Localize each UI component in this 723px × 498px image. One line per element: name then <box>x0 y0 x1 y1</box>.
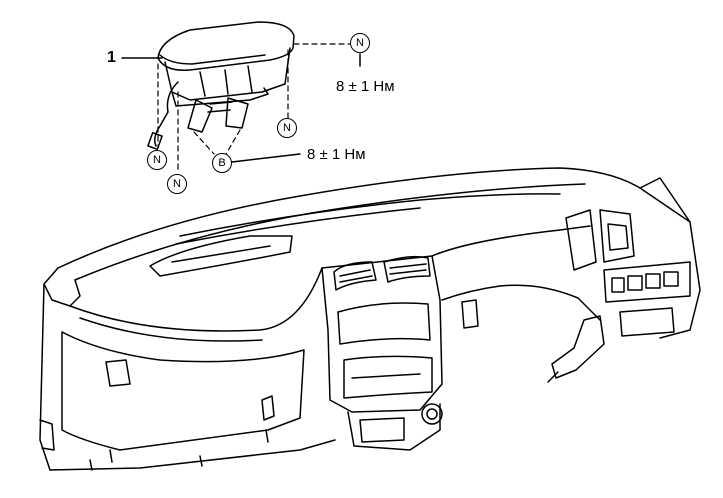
lower-console <box>347 403 441 451</box>
torque-lower-leader <box>231 153 301 163</box>
dash-top-surface <box>57 167 691 269</box>
dash-right-end <box>639 177 701 339</box>
airbag-module <box>147 21 295 151</box>
radio-slot <box>343 355 433 399</box>
top-vent <box>149 235 293 277</box>
marker-b: B <box>212 153 232 173</box>
part-number-1: 1 <box>107 49 116 66</box>
airbag-cover <box>157 21 295 71</box>
center-stack <box>321 255 443 413</box>
right-lower-panel <box>619 307 675 337</box>
right-side-vent <box>565 209 597 271</box>
airbag-bracket-left <box>187 99 213 133</box>
center-vent-right <box>383 255 431 283</box>
defroster-line <box>179 193 561 237</box>
glove-box-latch <box>261 395 275 421</box>
dash-lower-edge <box>49 439 336 471</box>
marker-n-left: N <box>147 150 167 170</box>
bolt-guides <box>157 43 351 173</box>
dashboard <box>39 167 701 471</box>
airbag-wire <box>153 81 179 147</box>
right-switch-panel <box>603 261 691 303</box>
dash-left-bottom <box>39 419 55 451</box>
dash-right-hood <box>431 225 591 257</box>
airbag-bracket-right <box>225 97 249 129</box>
center-vent-left <box>333 261 377 291</box>
console-knob <box>421 403 443 425</box>
center-right-button <box>461 299 479 329</box>
torque-label-upper: 8 ± 1 Нм <box>336 78 395 95</box>
torque-label-lower: 8 ± 1 Нм <box>307 146 366 163</box>
audio-slot <box>337 302 431 345</box>
knee-bracket <box>551 315 605 379</box>
steering-column-opening <box>499 284 601 321</box>
dash-left-end <box>43 267 81 307</box>
left-side-vent <box>105 359 131 387</box>
marker-n-bottom: N <box>167 174 187 194</box>
airbag-housing <box>164 47 291 101</box>
marker-n-top: N <box>350 33 370 53</box>
dash-face-upper <box>69 267 323 332</box>
glove-box <box>61 331 305 451</box>
marker-n-right: N <box>277 118 297 138</box>
airbag-cover-edge <box>159 54 266 65</box>
airbag-connector <box>147 131 163 151</box>
